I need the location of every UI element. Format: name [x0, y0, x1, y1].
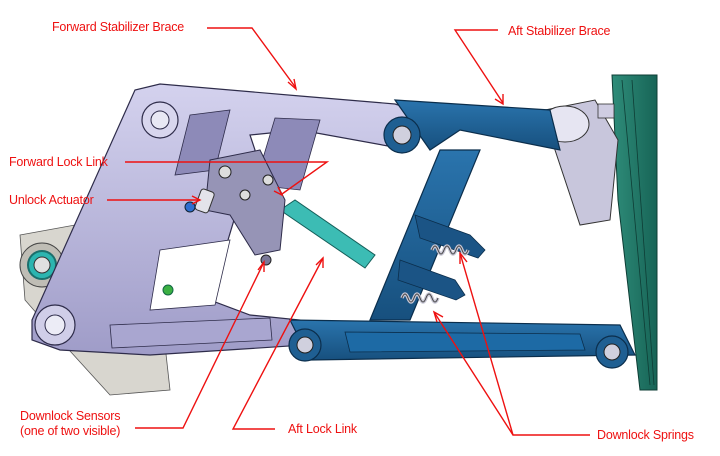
leader-aft-lock-link [231, 256, 324, 430]
label-unlock-actuator: Unlock Actuator [9, 193, 94, 207]
callout-leaders [107, 27, 590, 436]
bulkhead-wall [611, 74, 658, 391]
aft-lock-link [279, 199, 376, 269]
label-downlock-sensors-note: (one of two visible) [20, 424, 121, 438]
leader-forward-lock-link [125, 161, 330, 197]
leader-forward-stabilizer-brace [207, 27, 298, 91]
aft-stabilizer-brace [288, 99, 636, 369]
label-downlock-springs: Downlock Springs [597, 428, 694, 442]
label-forward-lock-link: Forward Lock Link [9, 155, 108, 169]
label-downlock-sensors: Downlock Sensors [20, 409, 121, 423]
hydraulic-cylinder [540, 99, 619, 226]
downlock-springs [400, 244, 470, 304]
forward-stabilizer-brace [31, 83, 421, 356]
label-aft-lock-link: Aft Lock Link [288, 422, 357, 436]
leader-aft-stabilizer-brace [453, 29, 504, 106]
leader-downlock-sensors [135, 259, 265, 429]
leader-downlock-springs [432, 250, 590, 436]
leader-unlock-actuator [107, 195, 202, 205]
label-aft-stabilizer-brace: Aft Stabilizer Brace [508, 24, 611, 38]
label-forward-stabilizer-brace: Forward Stabilizer Brace [52, 20, 185, 34]
forward-lock-link-assembly [162, 149, 286, 296]
